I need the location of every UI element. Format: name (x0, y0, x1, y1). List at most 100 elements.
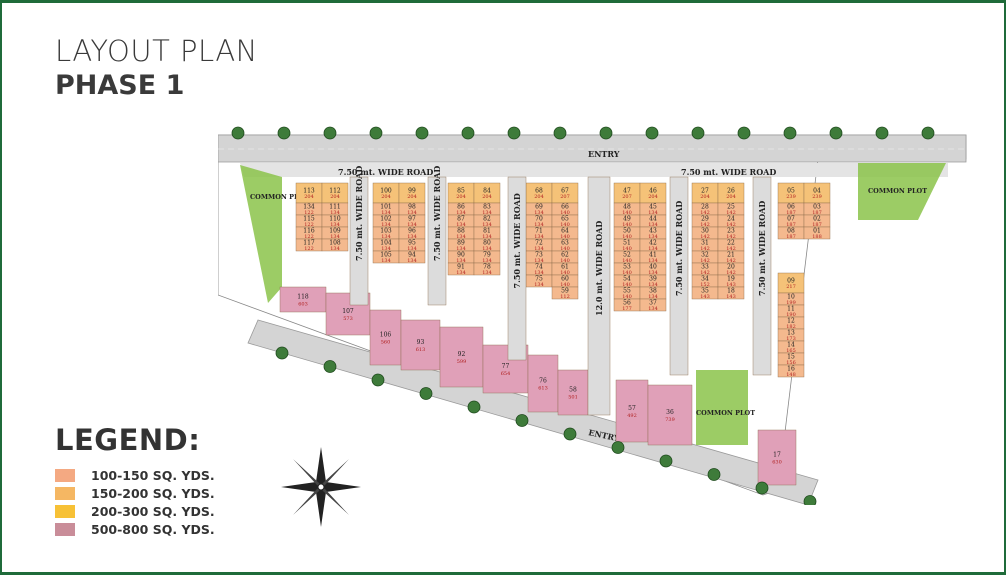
plot-number: 86 (457, 204, 465, 211)
plot-number: 06 (787, 204, 795, 211)
plot-area: 204 (330, 194, 340, 200)
large-plot (557, 369, 589, 416)
plot-number: 105 (380, 252, 392, 259)
road-label-top-right: 7.50 mt. WIDE ROAD (681, 167, 776, 177)
legend-item: 150-200 SQ. YDS. (55, 484, 215, 502)
plot-area: 187 (812, 210, 822, 216)
plot-area: 134 (407, 210, 417, 216)
plot-number: 10 (787, 294, 795, 301)
plot-area: 134 (648, 246, 658, 252)
plot-area: 134 (534, 282, 544, 288)
plot-area: 140 (560, 270, 570, 276)
road-label-top-left: 7.50 mt. WIDE ROAD (338, 167, 433, 177)
plot-area: 134 (648, 270, 658, 276)
plot-area: 204 (482, 194, 492, 200)
plot-area: 134 (482, 222, 492, 228)
plot-area: 142 (726, 270, 736, 276)
legend-swatch (55, 504, 75, 518)
plot-area: 134 (534, 234, 544, 240)
plot-area: 143 (726, 282, 736, 288)
plot-number: 93 (417, 339, 425, 346)
plot-number: 67 (561, 188, 569, 195)
plot-area: 140 (560, 210, 570, 216)
plot-area: 142 (700, 234, 710, 240)
large-plot (757, 429, 797, 486)
tree-icon (507, 126, 521, 140)
tree-icon (645, 126, 659, 140)
plot-area: 112 (560, 294, 570, 300)
plot-area: 140 (622, 234, 632, 240)
plot-number: 110 (329, 216, 341, 223)
plot (639, 298, 667, 312)
plot-area: 134 (456, 258, 466, 264)
plot (803, 226, 831, 240)
vertical-road (587, 176, 611, 416)
plot-number: 56 (623, 300, 631, 307)
plot-area: 190 (786, 312, 796, 318)
plot-area: 134 (482, 234, 492, 240)
plot-area: 134 (456, 246, 466, 252)
plot-area: 134 (381, 210, 391, 216)
tree-icon (275, 346, 289, 360)
plot-number: 77 (502, 363, 510, 370)
layout-plan-map: COMMON PLOT COMMON PLOT COMMON PLOT 7.50… (218, 126, 967, 505)
tree-icon (875, 126, 889, 140)
plot-number: 100 (380, 188, 392, 195)
plot-area: 134 (330, 234, 340, 240)
plot-area: 134 (407, 246, 417, 252)
plot-area: 182 (786, 324, 796, 330)
large-plot (279, 286, 327, 313)
compass-rose-icon (281, 447, 361, 527)
common-plot-right-label: COMMON PLOT (868, 187, 927, 195)
plot-number: 40 (649, 264, 657, 271)
plot-area: 613 (416, 347, 426, 353)
plot-area: 134 (534, 210, 544, 216)
frame-right (1004, 0, 1006, 575)
plot-number: 61 (561, 264, 569, 271)
plot-number: 111 (329, 204, 340, 211)
tree-icon (659, 454, 673, 468)
plot-area: 501 (568, 395, 578, 401)
plot-area: 134 (648, 282, 658, 288)
plot-number: 02 (813, 216, 821, 223)
plot-area: 134 (534, 258, 544, 264)
plot-number: 55 (623, 288, 631, 295)
tree-icon (231, 126, 245, 140)
plot-number: 64 (561, 228, 569, 235)
plot-area: 134 (330, 210, 340, 216)
plot-number: 78 (483, 264, 491, 271)
legend-swatch (55, 468, 75, 482)
page-subtitle: PHASE 1 (55, 70, 185, 101)
tree-icon (467, 400, 481, 414)
plot-area: 140 (622, 270, 632, 276)
plot-number: 54 (623, 276, 631, 283)
tree-icon (323, 126, 337, 140)
plot-number: 16 (787, 366, 795, 373)
plot-area: 140 (622, 258, 632, 264)
plot-number: 60 (561, 276, 569, 283)
plot-number: 46 (649, 188, 657, 195)
plot-number: 28 (701, 204, 709, 211)
plot-number: 57 (628, 405, 636, 412)
common-plot-bottom-label: COMMON PLOT (696, 409, 755, 417)
plot-number: 103 (380, 228, 392, 235)
page-title: LAYOUT PLAN (55, 34, 258, 68)
plot-number: 30 (701, 228, 709, 235)
common-plot-left-label: COMMON PLOT (250, 193, 309, 201)
road-label-vertical: 7.50 mt. WIDE ROAD (757, 201, 767, 296)
plot-number: 92 (458, 351, 466, 358)
plot-area: 140 (622, 282, 632, 288)
frame-bottom (0, 572, 1006, 575)
plot-area: 152 (700, 282, 710, 288)
plot-number: 113 (303, 188, 315, 195)
plot-area: 122 (304, 210, 314, 216)
road-label-vertical: 7.50 mt. WIDE ROAD (674, 201, 684, 296)
plot-number: 94 (408, 252, 416, 259)
plot-number: 31 (701, 240, 709, 247)
plot-area: 142 (726, 234, 736, 240)
plot-area: 134 (648, 306, 658, 312)
plot-area: 204 (700, 194, 710, 200)
plot-area: 122 (304, 246, 314, 252)
plot-number: 84 (483, 188, 491, 195)
